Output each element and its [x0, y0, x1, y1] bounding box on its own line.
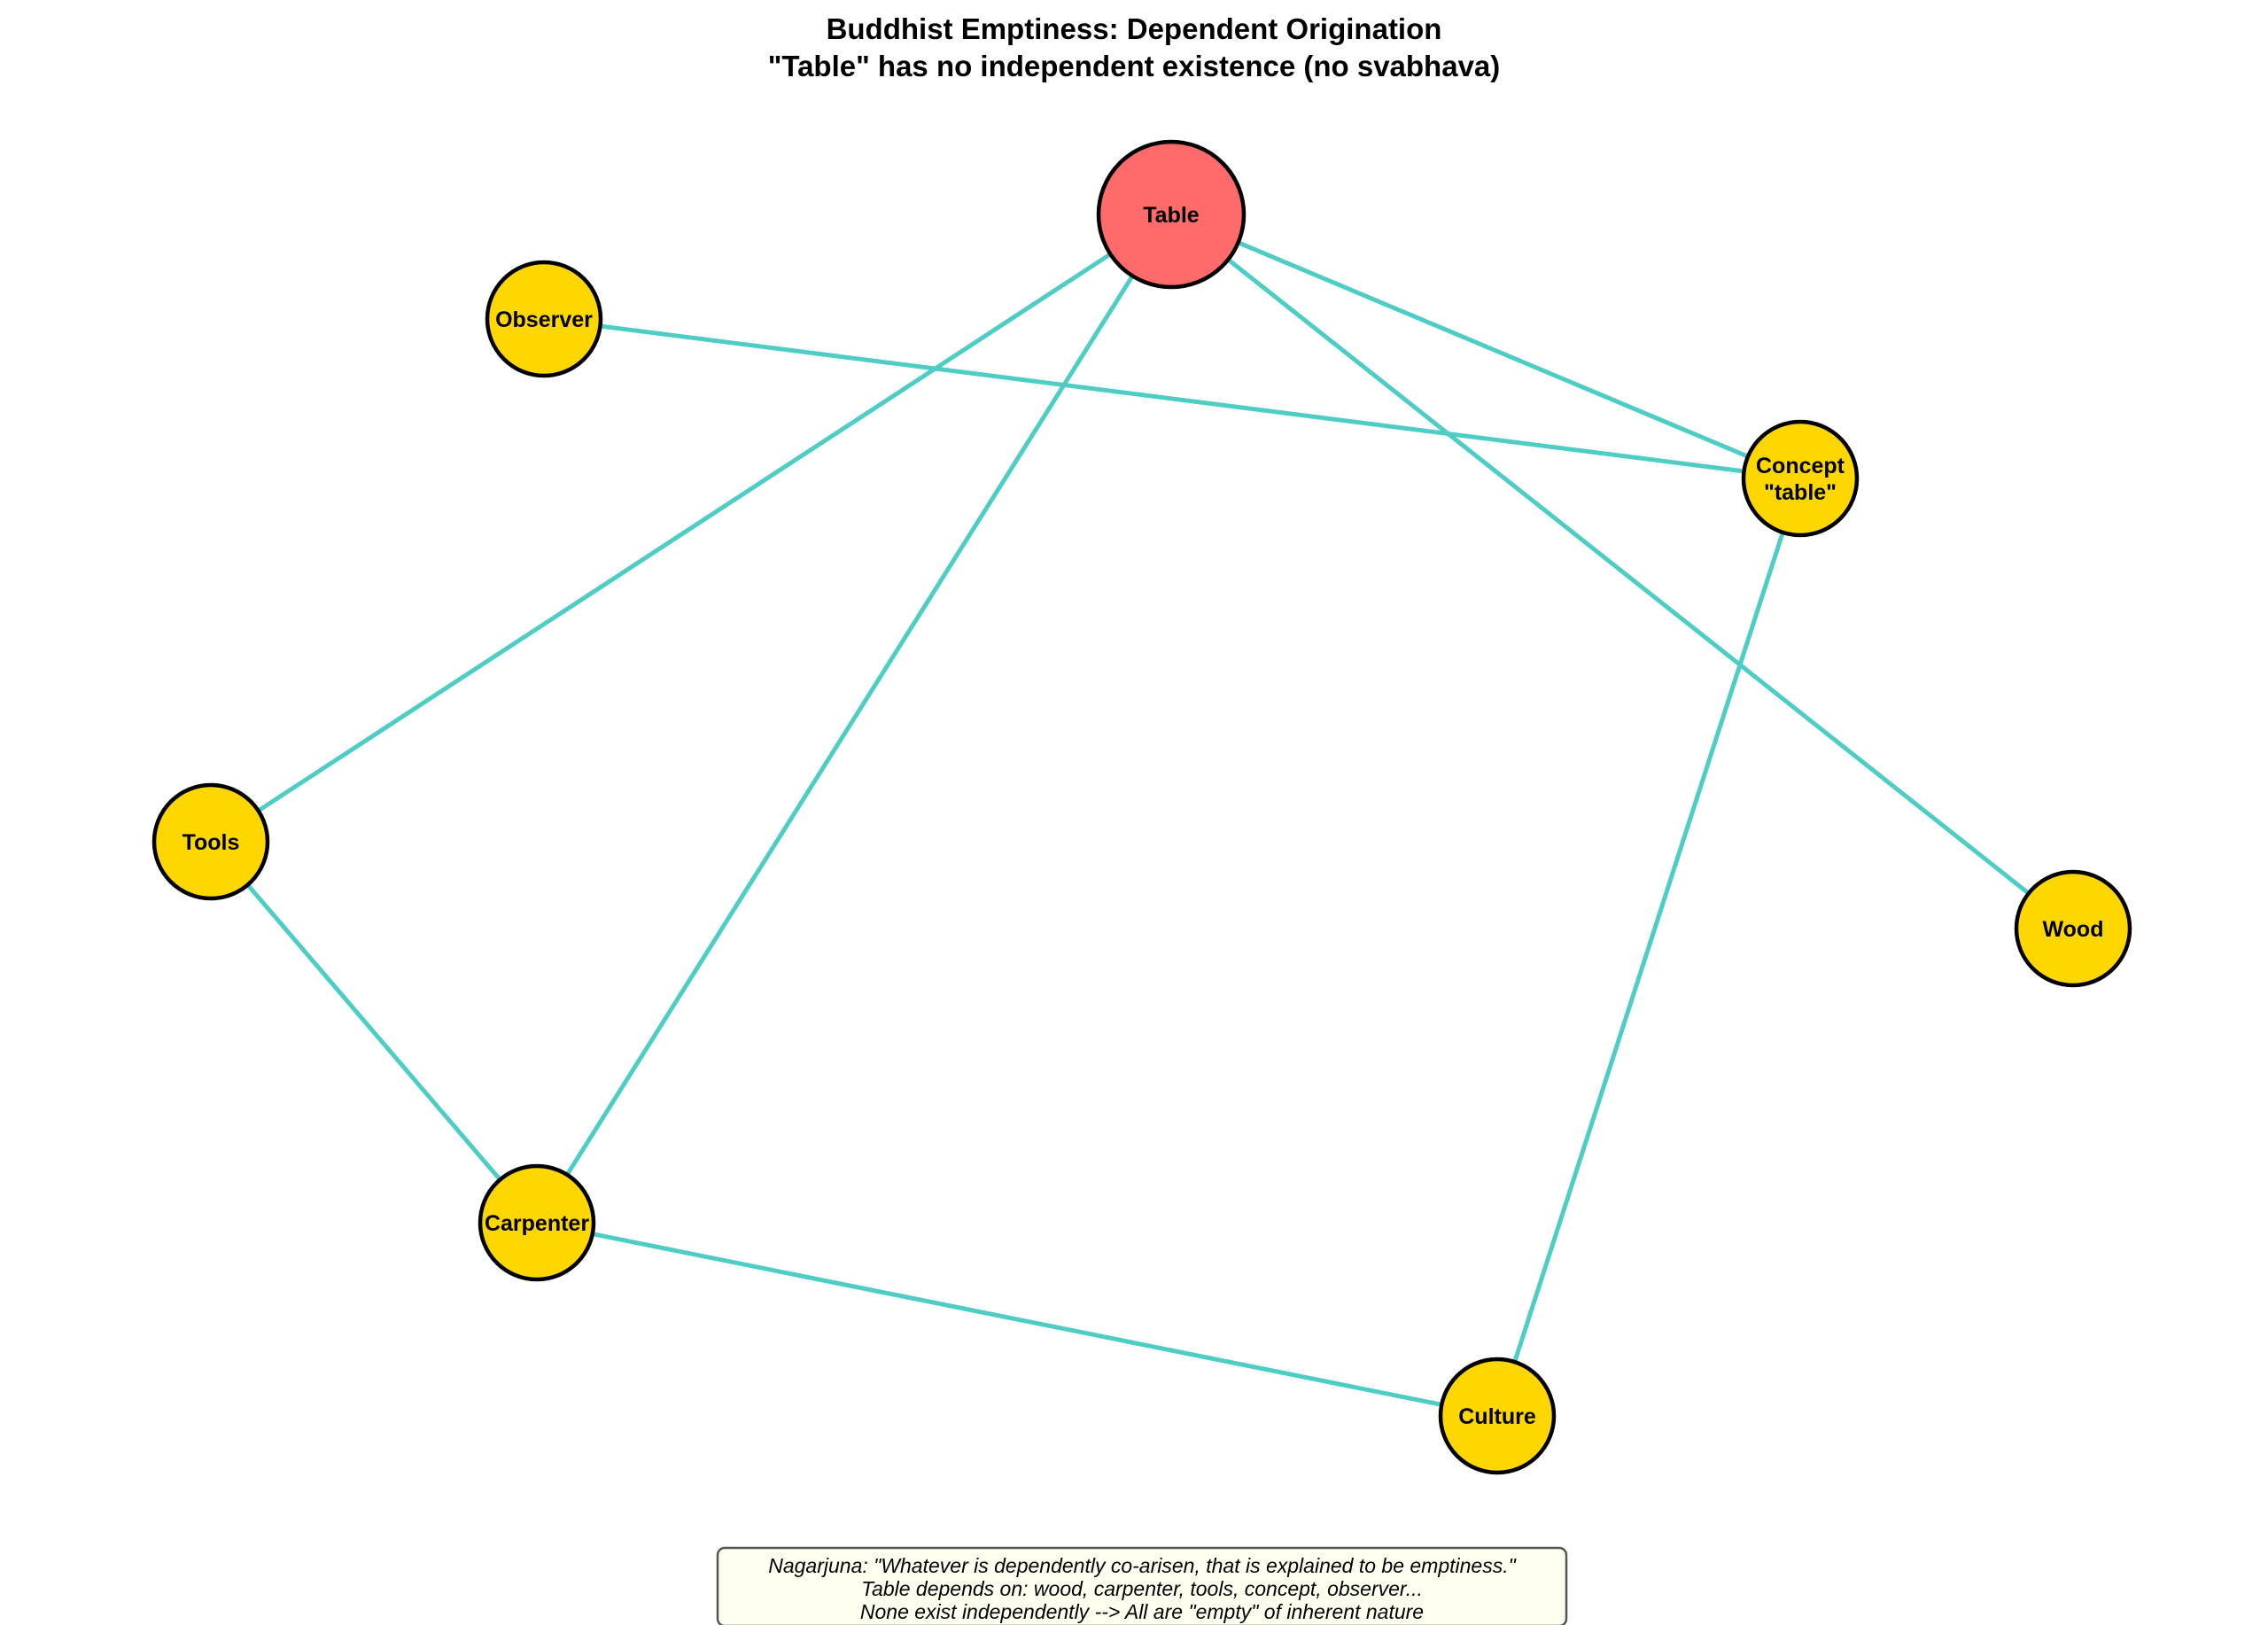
- node-carpenter-label: Carpenter: [485, 1211, 589, 1236]
- caption-line3: None exist independently --> All are "em…: [860, 1600, 1424, 1623]
- edge-observer-concept: [543, 316, 1801, 481]
- node-observer-circle: [485, 260, 603, 378]
- edge-table-tools: [209, 212, 1173, 844]
- edge-table-wood: [1169, 213, 2075, 930]
- node-concept-label-2: "table": [1764, 480, 1837, 505]
- node-carpenter: Carpenter: [478, 1163, 596, 1282]
- diagram-title-line1: Buddhist Emptiness: Dependent Originatio…: [827, 12, 1442, 45]
- edge-carpenter-culture: [536, 1220, 1498, 1419]
- edge-table-carpenter: [534, 213, 1174, 1225]
- node-wood-label: Wood: [2043, 917, 2104, 942]
- node-culture: Culture: [1438, 1357, 1557, 1475]
- node-tools-label: Tools: [183, 830, 240, 855]
- node-table-label: Table: [1143, 203, 1200, 228]
- caption-line2: Table depends on: wood, carpenter, tools…: [861, 1577, 1423, 1600]
- node-table: Table: [1096, 139, 1247, 290]
- caption-box-frame: [716, 1546, 1568, 1625]
- caption-box: Nagarjuna: "Whatever is dependently co-a…: [716, 1546, 1568, 1625]
- node-tools: Tools: [151, 782, 270, 901]
- node-carpenter-circle: [478, 1163, 596, 1282]
- node-table-circle: [1096, 139, 1247, 290]
- edges-layer: [209, 212, 2075, 1419]
- node-observer-label: Observer: [495, 307, 593, 332]
- node-culture-circle: [1438, 1357, 1557, 1475]
- node-tools-circle: [151, 782, 270, 901]
- caption-line1: Nagarjuna: "Whatever is dependently co-a…: [768, 1554, 1517, 1577]
- node-wood: Wood: [2014, 869, 2132, 988]
- node-concept: Concept"table": [1741, 419, 1860, 538]
- diagram-title-line2: "Table" has no independent existence (no…: [768, 50, 1501, 82]
- node-culture-label: Culture: [1458, 1404, 1536, 1429]
- node-concept-label-1: Concept: [1756, 454, 1845, 478]
- edge-table-concept: [1170, 212, 1801, 481]
- node-observer: Observer: [485, 260, 603, 378]
- edge-tools-carpenter: [209, 840, 539, 1225]
- node-concept-circle: [1741, 419, 1860, 538]
- node-wood-circle: [2014, 869, 2132, 988]
- edge-concept-culture: [1495, 478, 1803, 1417]
